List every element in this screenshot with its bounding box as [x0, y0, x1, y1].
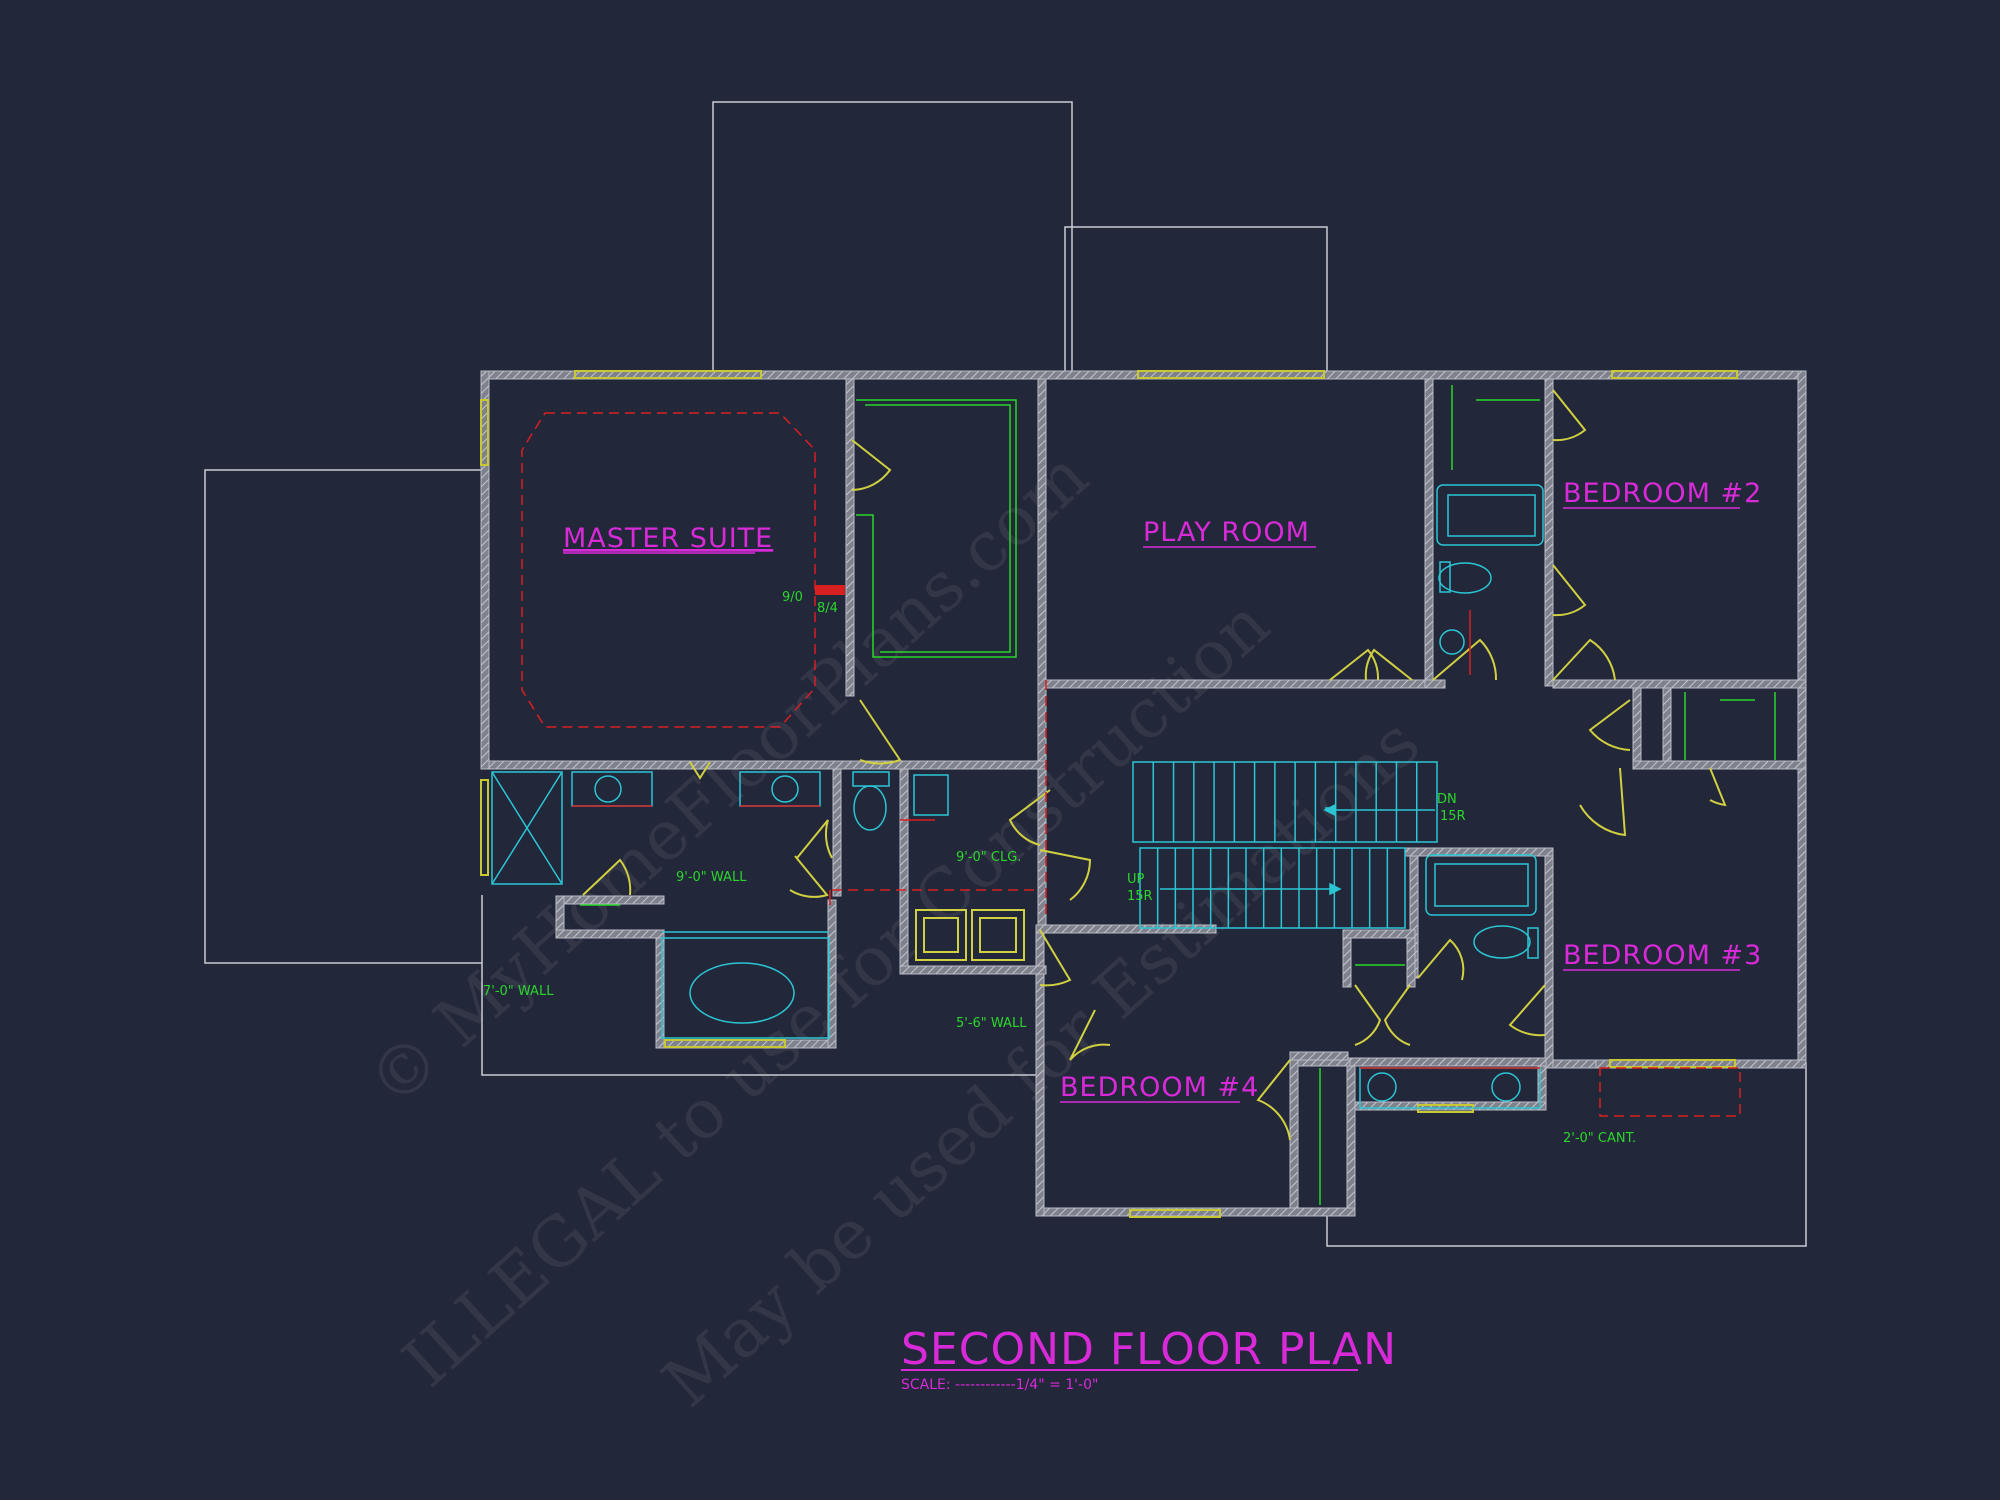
note-clg-9: 9'-0" CLG. [956, 850, 1021, 865]
note-wall-9: 9'-0" WALL [676, 870, 747, 885]
stair-up-label: UP [1127, 872, 1145, 887]
room-labels: MASTER SUITE PLAY ROOM BEDROOM #2 BEDROO… [563, 478, 1762, 1103]
tray-ceiling-marker [815, 585, 845, 595]
roof-outlines [204, 101, 1807, 1247]
stairs [1132, 761, 1438, 929]
closet-shelves [580, 385, 1776, 1205]
room-label-master-suite: MASTER SUITE [563, 523, 773, 554]
note-tray-a: 9/0 [782, 590, 803, 605]
stair-up-risers: 15R [1127, 889, 1153, 904]
fixture-outlines-red [572, 610, 1540, 1069]
room-label-bedroom-2: BEDROOM #2 [1563, 478, 1762, 509]
room-label-play-room: PLAY ROOM [1143, 517, 1310, 548]
room-label-bedroom-4: BEDROOM #4 [1060, 1072, 1259, 1103]
bath-fixtures [491, 484, 1544, 1109]
tray-ceilings [521, 412, 1741, 1117]
note-tray-b: 8/4 [817, 601, 838, 616]
stair-dn-label: DN [1437, 792, 1457, 807]
title-block: SECOND FLOOR PLAN SCALE: ------------1/4… [901, 1324, 1397, 1393]
dimension-notes: 9/0 8/4 9'-0" WALL 9'-0" CLG. 7'-0" WALL… [483, 590, 1636, 1146]
walls [480, 370, 1807, 1217]
note-cant: 2'-0" CANT. [1563, 1131, 1636, 1146]
doors [582, 389, 1727, 1141]
stair-dn-risers: 15R [1440, 809, 1466, 824]
laundry [915, 909, 1025, 961]
room-label-bedroom-3: BEDROOM #3 [1563, 940, 1762, 971]
note-wall-56: 5'-6" WALL [956, 1016, 1027, 1031]
plan-title: SECOND FLOOR PLAN [901, 1324, 1397, 1375]
note-wall-7: 7'-0" WALL [483, 984, 554, 999]
watermark: © MyHomeFloorPlans.com ILLEGAL to use fo… [354, 436, 1436, 1422]
plan-scale: SCALE: ------------1/4" = 1'-0" [901, 1377, 1098, 1393]
